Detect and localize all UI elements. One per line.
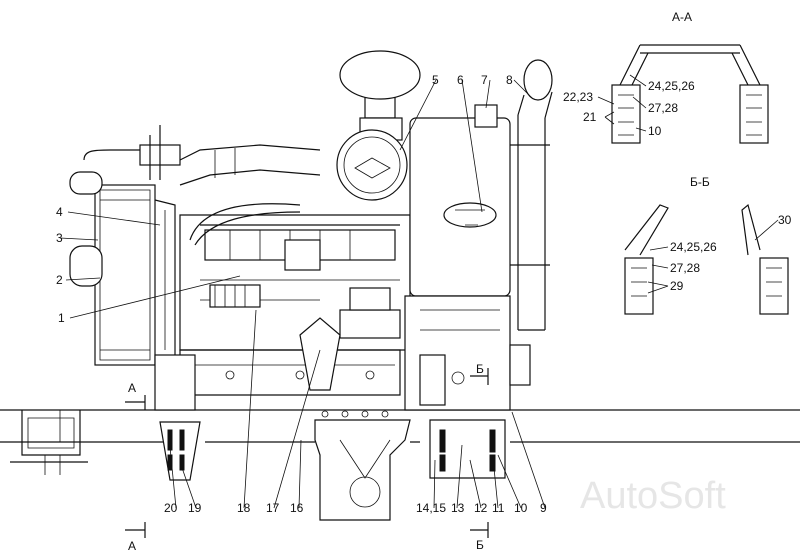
aa-callout-21: 21: [583, 110, 597, 124]
callout-18: 18: [237, 501, 251, 515]
starter: [339, 287, 401, 339]
rear-mount: [429, 419, 506, 479]
callout-9: 9: [540, 501, 547, 515]
section-aa-title: А-А: [672, 10, 692, 24]
tank: [409, 104, 511, 297]
cut-mark-b-top: Б: [476, 362, 484, 376]
callout-19: 19: [188, 501, 202, 515]
oil-pan: [179, 349, 401, 396]
front-mount: [154, 354, 201, 481]
aa-callout-22-23: 22,23: [563, 90, 593, 104]
bb-callout-29: 29: [670, 279, 684, 293]
callout-7: 7: [481, 73, 488, 87]
callout-3: 3: [56, 231, 63, 245]
bumper: [10, 410, 88, 475]
engine-bracket-17: [299, 317, 341, 391]
intake-pipe: [179, 144, 321, 186]
engine-block: [179, 203, 411, 351]
callout-16: 16: [290, 501, 304, 515]
air-cleaner: [336, 129, 408, 201]
callout-10: 10: [514, 501, 528, 515]
section-bb-title: Б-Б: [690, 175, 710, 189]
cut-mark-a-top: А: [128, 381, 136, 395]
fan-shroud: [154, 199, 176, 361]
aa-callout-27-28: 27,28: [648, 101, 678, 115]
callout-11: 11: [492, 501, 505, 515]
exhaust-pipe: [510, 59, 553, 331]
section-cut-marks: [125, 368, 489, 538]
callout-6: 6: [457, 73, 464, 87]
cut-mark-a-bottom: А: [128, 539, 136, 553]
leader-lines: [59, 74, 779, 509]
radiator: [69, 125, 181, 366]
frame-rail: [0, 409, 800, 443]
cut-mark-b-bottom: Б: [476, 538, 484, 552]
callout-13: 13: [451, 501, 465, 515]
callout-20: 20: [164, 501, 178, 515]
bb-callout-27-28: 27,28: [670, 261, 700, 275]
aa-callout-10: 10: [648, 124, 662, 138]
flywheel-housing: [404, 295, 531, 411]
callout-4: 4: [56, 205, 63, 219]
bb-callout-24-25-26: 24,25,26: [670, 240, 717, 254]
callout-17: 17: [266, 501, 280, 515]
callout-1: 1: [58, 311, 65, 325]
aa-callout-24-25-26: 24,25,26: [648, 79, 695, 93]
callout-14-15: 14,15: [416, 501, 446, 515]
watermark-text: AutoSoft: [580, 475, 726, 517]
cross-member: [314, 410, 411, 521]
callout-5: 5: [432, 73, 439, 87]
callout-12: 12: [474, 501, 488, 515]
section-aa: [611, 44, 769, 144]
callout-2: 2: [56, 273, 63, 287]
callout-8: 8: [506, 73, 513, 87]
section-bb: [624, 203, 789, 315]
air-cleaner-cap: [339, 50, 421, 141]
bb-callout-30: 30: [778, 213, 792, 227]
